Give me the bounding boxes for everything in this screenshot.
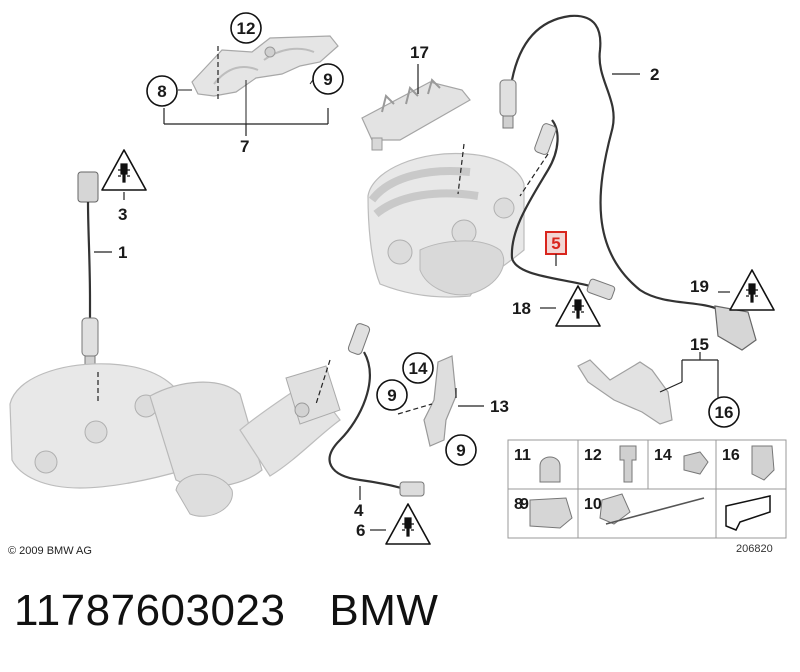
grid-label-9: 9 xyxy=(520,496,529,513)
copyright: © 2009 BMW AG xyxy=(8,545,92,557)
hardware-grid: 11 12 14 16 8 9 10 xyxy=(507,439,787,539)
oxygen-sensor-4 xyxy=(328,323,425,497)
bracket-part xyxy=(361,78,471,151)
grid-label-12: 12 xyxy=(584,447,602,464)
bolt-icon xyxy=(619,445,637,483)
nut-icon xyxy=(683,451,709,475)
label-3: 3 xyxy=(118,205,127,224)
label-9: 9 xyxy=(323,70,332,89)
cable-tie-icon xyxy=(605,497,705,525)
label-15: 15 xyxy=(690,335,709,354)
warning-icon xyxy=(101,149,147,191)
reference-number: 206820 xyxy=(736,543,773,555)
label-7: 7 xyxy=(240,137,249,156)
footer: 11787603023 BMW xyxy=(14,586,438,636)
clip-icon xyxy=(751,445,775,481)
oxygen-sensor-2 xyxy=(499,14,757,351)
oxygen-sensor-5 xyxy=(510,119,616,301)
label-12: 12 xyxy=(237,19,256,38)
warning-icon xyxy=(729,269,775,311)
cable-clip-icon xyxy=(529,497,573,529)
grid-label-11: 11 xyxy=(514,447,531,464)
label-14: 14 xyxy=(409,359,428,378)
label-5: 5 xyxy=(551,234,560,253)
bracket-15-part xyxy=(577,359,673,425)
exhaust-manifold-lower xyxy=(9,363,341,517)
label-6: 6 xyxy=(356,521,365,540)
label-17: 17 xyxy=(410,43,429,62)
callout-circle xyxy=(230,12,262,44)
warning-icon xyxy=(385,503,431,545)
grid-label-10: 10 xyxy=(584,496,602,513)
label-13: 13 xyxy=(490,397,509,416)
label-2: 2 xyxy=(650,65,659,84)
oxygen-sensor-1 xyxy=(77,171,99,369)
arrow-icon xyxy=(725,495,771,531)
label-4: 4 xyxy=(354,501,364,520)
label-9: 9 xyxy=(456,441,465,460)
label-1: 1 xyxy=(118,243,127,262)
cable-clip-icon xyxy=(599,493,631,525)
label-18: 18 xyxy=(512,299,531,318)
brand: BMW xyxy=(329,586,439,635)
part-number: 11787603023 xyxy=(14,586,286,635)
grid-label-14: 14 xyxy=(654,447,672,464)
grid-label-16: 16 xyxy=(722,447,740,464)
exhaust-manifold-upper xyxy=(367,152,525,298)
bracket-13-part xyxy=(423,355,457,447)
label-8: 8 xyxy=(157,82,166,101)
clip-icon xyxy=(539,456,561,483)
grid-label-8: 8 xyxy=(514,496,523,513)
label-19: 19 xyxy=(690,277,709,296)
label-9: 9 xyxy=(387,386,396,405)
label-16: 16 xyxy=(715,403,734,422)
